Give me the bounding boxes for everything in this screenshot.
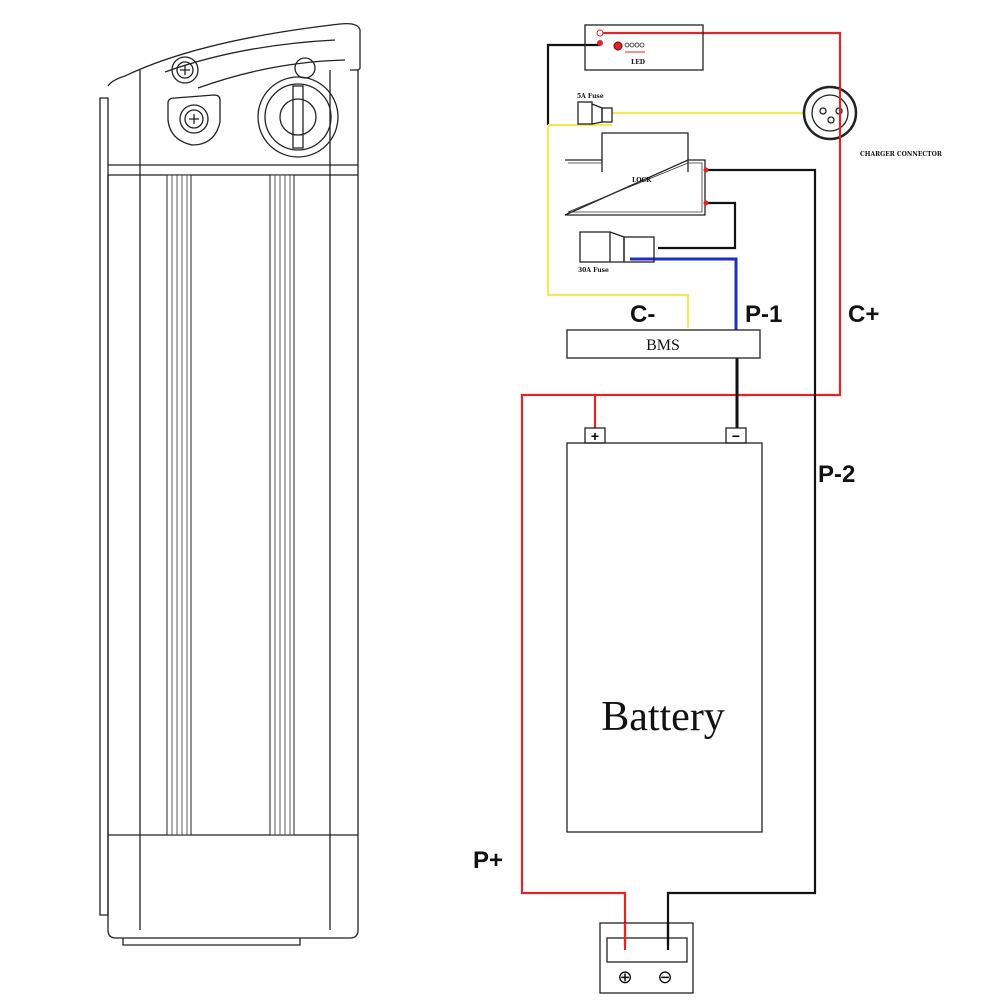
lock-switch: LOCK — [564, 132, 709, 216]
p1-wire — [630, 257, 738, 330]
output-connector: ⊕ ⊖ — [599, 922, 694, 994]
screw-plate-icon — [167, 94, 221, 146]
bms-label: BMS — [646, 337, 680, 354]
main-fuse-label: 30A Fuse — [578, 267, 609, 274]
lock-label: LOCK — [632, 177, 652, 184]
lock-fuse-wire — [658, 201, 737, 250]
output-plus-icon: ⊕ — [617, 967, 632, 987]
p2-label: P-2 — [818, 461, 855, 488]
c-plus-wire — [520, 31, 842, 945]
wires — [520, 31, 842, 945]
output-minus-icon: ⊖ — [657, 967, 672, 987]
battery-plus-terminal: + — [591, 428, 599, 444]
led-indicator: LED — [584, 24, 704, 71]
charger-connector-icon — [802, 85, 858, 141]
small-fuse-label: 5A Fuse — [577, 93, 604, 100]
battery-minus-terminal: − — [732, 428, 740, 444]
led-negative-wire — [546, 43, 600, 125]
screw-icon — [171, 56, 199, 84]
cooling-fins — [166, 174, 295, 836]
charger-connector-label: CHARGER CONNECTOR — [860, 151, 943, 158]
main-fuse: 30A Fuse — [578, 231, 655, 274]
battery-cell-pack: + − Battery — [566, 427, 763, 833]
p2-wire — [666, 168, 817, 945]
key-lock-icon — [257, 57, 339, 158]
small-fuse: 5A Fuse — [577, 93, 613, 125]
c-minus-wire — [546, 111, 830, 328]
c-minus-label: C- — [630, 301, 655, 328]
battery-label: Battery — [601, 694, 725, 740]
c-plus-label: C+ — [848, 301, 879, 328]
p-plus-label: P+ — [473, 847, 503, 874]
bms-board: BMS — [566, 329, 761, 359]
battery-pack-drawing — [99, 22, 361, 946]
p1-label: P-1 — [745, 301, 782, 328]
led-label: LED — [631, 59, 645, 66]
